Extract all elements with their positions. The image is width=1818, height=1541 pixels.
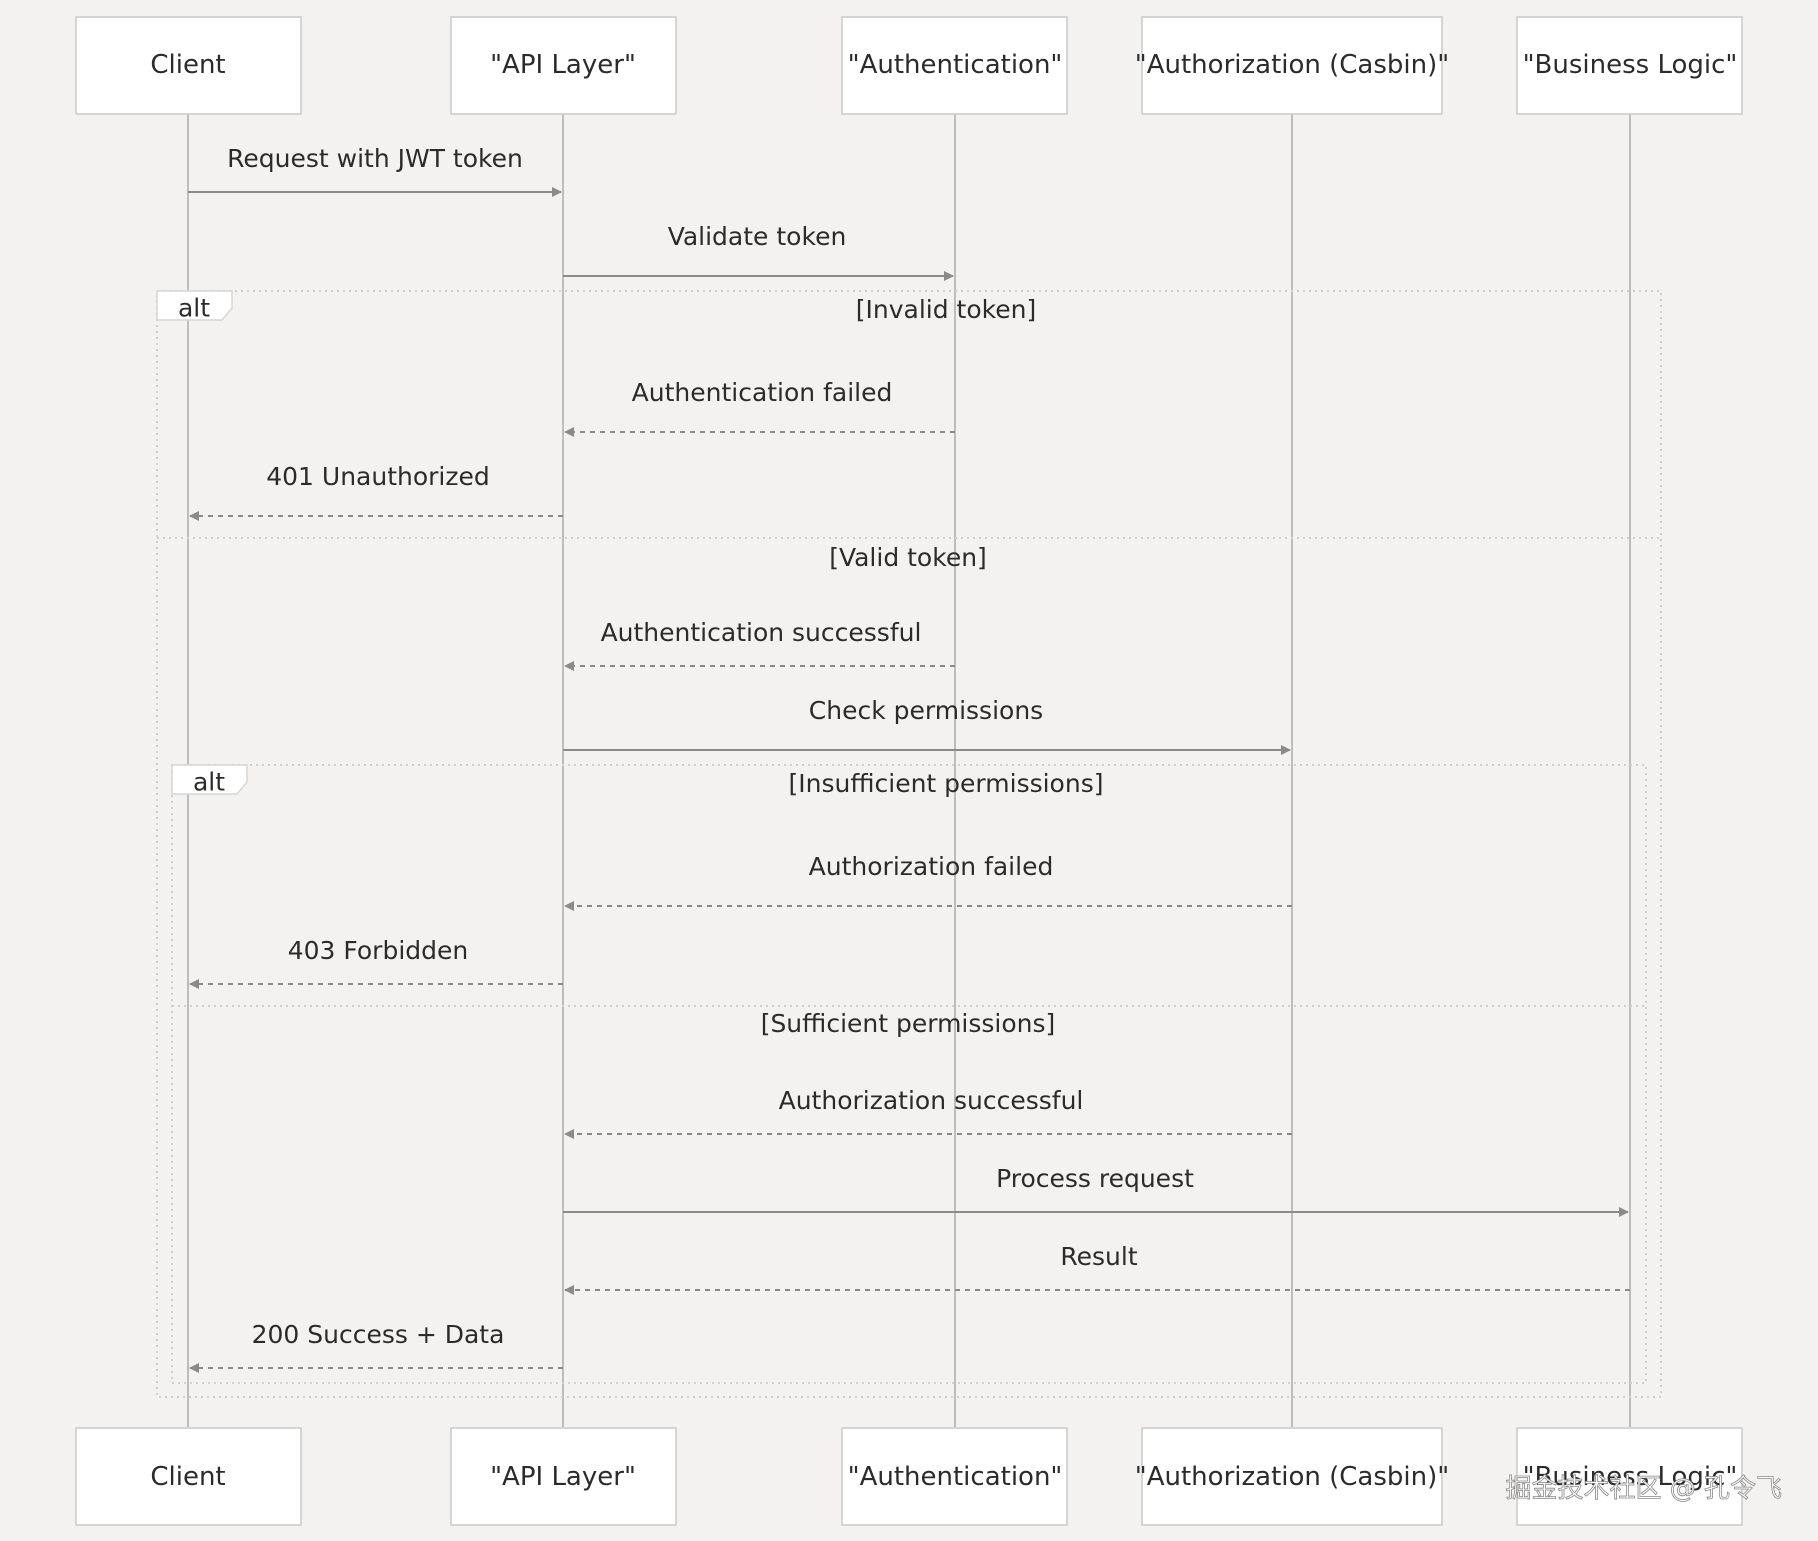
actor-box-api-layer-top [450, 16, 677, 115]
actor-box-authorization-bottom [1141, 1427, 1443, 1526]
alt-tag-outer [156, 290, 233, 321]
actor-label-authorization-top: "Authorization (Casbin)" [1135, 50, 1449, 80]
actor-box-authentication-top [841, 16, 1068, 115]
alt-tag-inner [171, 764, 248, 795]
actor-box-business-logic-bottom [1516, 1427, 1743, 1526]
condition-insufficient-permissions: [Insufficient permissions] [789, 769, 1104, 798]
alt-fragment-outer: alt [Invalid token] [Valid token] [156, 290, 1662, 1398]
actor-box-authorization-top [1141, 16, 1443, 115]
message-label: 403 Forbidden [288, 936, 469, 965]
actor-label-authorization-bottom: "Authorization (Casbin)" [1135, 1462, 1449, 1492]
message-label: Authorization failed [809, 852, 1054, 881]
lifelines [187, 113, 1631, 1427]
actor-box-authentication-bottom [841, 1427, 1068, 1526]
alt-label-inner: alt [193, 768, 225, 797]
actor-box-api-layer-bottom [450, 1427, 677, 1526]
actor-label-client-bottom: Client [150, 1462, 225, 1492]
actor-box-client-top [75, 16, 302, 115]
actor-box-business-logic-top [1516, 16, 1743, 115]
actor-label-api-layer-bottom: "API Layer" [490, 1462, 636, 1492]
message-label: Validate token [668, 222, 847, 251]
actor-label-client-top: Client [150, 50, 225, 80]
condition-invalid-token: [Invalid token] [856, 295, 1036, 324]
condition-valid-token: [Valid token] [829, 543, 987, 572]
actor-label-api-layer-top: "API Layer" [490, 50, 636, 80]
actor-label-authentication-bottom: "Authentication" [848, 1462, 1063, 1492]
message-label: Check permissions [809, 696, 1043, 725]
message-label: Authentication successful [601, 618, 922, 647]
alt-frame-inner [171, 764, 1647, 1384]
actor-label-business-logic-bottom: "Business Logic" [1523, 1462, 1738, 1492]
alt-frame-outer [156, 290, 1662, 1398]
actor-label-authentication-top: "Authentication" [848, 50, 1063, 80]
message-label: Authorization successful [779, 1086, 1084, 1115]
messages: Request with JWT token Validate token Au… [188, 144, 1630, 1373]
message-label: Authentication failed [632, 378, 893, 407]
alt-fragment-inner: alt [Insufficient permissions] [Sufficie… [171, 764, 1647, 1384]
watermark-text: 掘金技术社区 @ 孔令飞 [1505, 1474, 1782, 1504]
actors-bottom: Client "API Layer" "Authentication" "Aut… [75, 1427, 1743, 1526]
alt-label-outer: alt [178, 294, 210, 323]
message-label: Result [1060, 1242, 1137, 1271]
message-label: 401 Unauthorized [266, 462, 490, 491]
actor-box-client-bottom [75, 1427, 302, 1526]
actor-label-business-logic-top: "Business Logic" [1523, 50, 1738, 80]
message-label: Request with JWT token [227, 144, 523, 173]
condition-sufficient-permissions: [Sufficient permissions] [761, 1009, 1056, 1038]
message-label: 200 Success + Data [252, 1320, 505, 1349]
actors-top: Client "API Layer" "Authentication" "Aut… [75, 16, 1743, 115]
message-label: Process request [996, 1164, 1194, 1193]
